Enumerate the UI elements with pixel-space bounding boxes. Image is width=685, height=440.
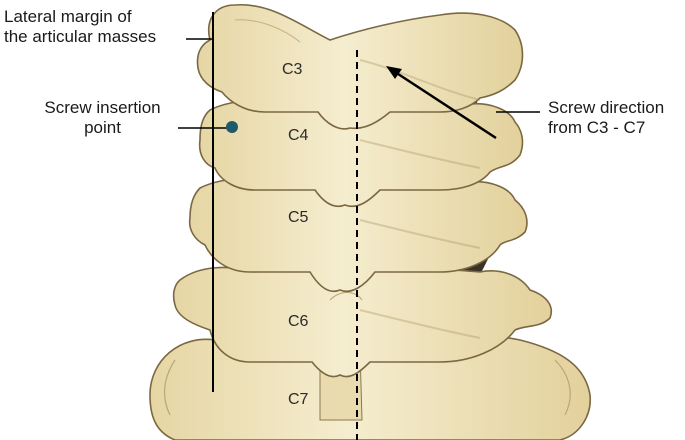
screw-direction-line2: from C3 - C7 xyxy=(548,118,646,137)
vertebra-label-c6: C6 xyxy=(288,313,309,330)
screw-insertion-line1: Screw insertion xyxy=(44,98,161,117)
screw-direction-arrow-shaft xyxy=(391,68,497,140)
lateral-margin-label: Lateral margin of the articular masses xyxy=(4,7,156,47)
lateral-margin-line2: the articular masses xyxy=(4,27,157,46)
screw-direction-label: Screw direction from C3 - C7 xyxy=(548,98,664,138)
insertion-point-dot xyxy=(226,121,238,133)
vertebra-c3 xyxy=(196,4,524,130)
bone-shading xyxy=(359,59,481,339)
screw-insertion-label: Screw insertion point xyxy=(30,98,175,138)
screw-direction-arrowhead xyxy=(386,66,402,79)
lateral-margin-line1: Lateral margin of xyxy=(4,7,132,26)
vertebra-label-c7: C7 xyxy=(288,391,309,408)
screw-insertion-line2: point xyxy=(84,118,121,137)
screw-direction-line1: Screw direction xyxy=(548,98,665,117)
vertebra-label-c5: C5 xyxy=(288,209,309,226)
vertebra-label-c3: C3 xyxy=(282,61,303,78)
vertebra-label-c4: C4 xyxy=(288,127,309,144)
